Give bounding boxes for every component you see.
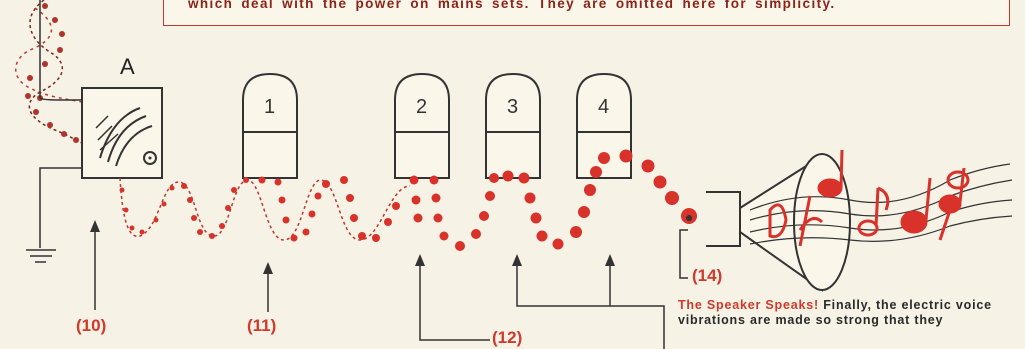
- tube-4-label: 4: [598, 96, 610, 118]
- ground-icon: [26, 249, 56, 263]
- sound-waves: [749, 163, 1013, 245]
- tube-3-label: 3: [507, 96, 519, 118]
- music-notes: [768, 149, 970, 247]
- arrowheads: [90, 220, 615, 274]
- callout-10: (10): [76, 316, 107, 335]
- tube-1-label: 1: [264, 96, 276, 118]
- speaker-note: The Speaker Speaks! Finally, the electri…: [678, 298, 1008, 328]
- caption-text: which deal with the power on mains sets.…: [188, 0, 836, 11]
- speaker-icon: [706, 153, 851, 292]
- tube-2-label: 2: [416, 96, 428, 118]
- callout-11: (11): [247, 316, 277, 335]
- callout-14: (14): [692, 266, 723, 285]
- tuning-capacitor: [81, 87, 163, 179]
- callout-12: (12): [492, 328, 523, 347]
- signal-dots: [119, 149, 697, 251]
- tube-1: [242, 72, 298, 179]
- label-a: A: [120, 54, 135, 79]
- callout-arrows: [94, 226, 688, 349]
- caption-box: [163, 0, 1010, 26]
- tube-2: [394, 72, 450, 179]
- antenna-dots: [25, 3, 79, 143]
- tube-3: [485, 72, 541, 179]
- note-heading: The Speaker Speaks!: [678, 298, 819, 312]
- note-body: Finally, the electric voice vibrations a…: [678, 298, 992, 327]
